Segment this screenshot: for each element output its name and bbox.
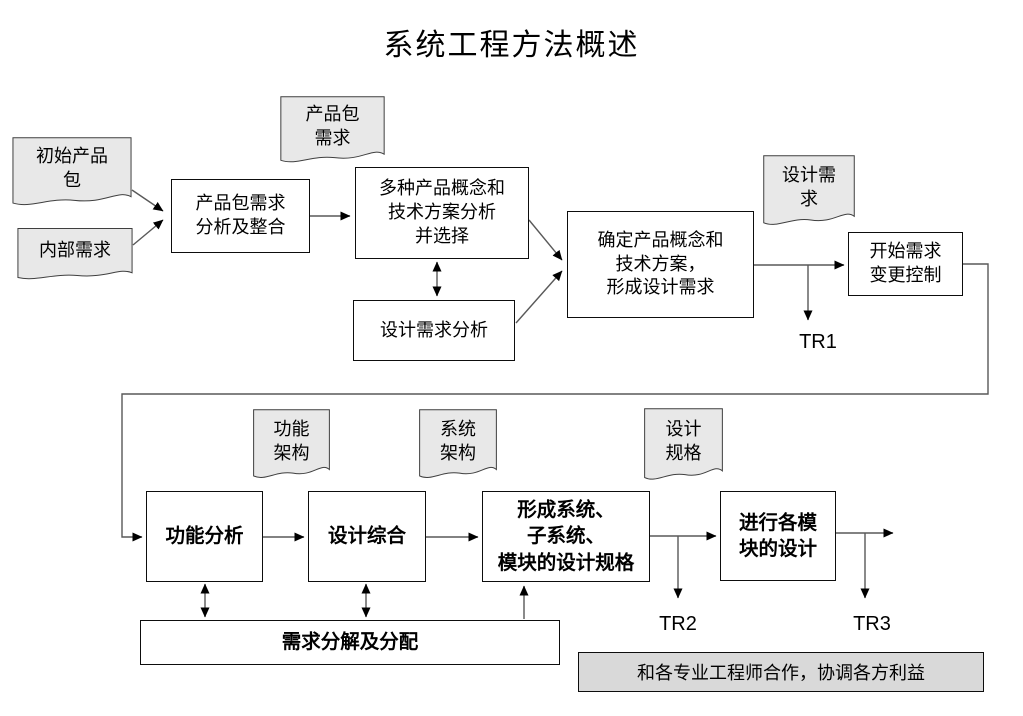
milestone-tr1: TR1 — [799, 331, 837, 353]
doc-label: 产品包 需求 — [305, 104, 360, 148]
box-label: 产品包需求 分析及整合 — [195, 193, 286, 237]
doc-label: 设计 规格 — [665, 419, 702, 463]
box-label: 设计综合 — [327, 525, 406, 548]
doc-design-requirements: 设计需 求 — [763, 155, 855, 233]
doc-label: 系统 架构 — [440, 418, 476, 463]
doc-functional-architecture: 功能 架构 — [253, 409, 330, 486]
document-shape-icon — [644, 408, 723, 488]
milestone-tr3: TR3 — [853, 613, 891, 635]
box-label: 设计需求分析 — [380, 319, 488, 340]
doc-initial-product-package: 初始产品 包 — [12, 137, 132, 213]
box-design-synthesis: 设计综合 — [308, 491, 426, 582]
box-concept-scheme-selection: 多种产品概念和 技术方案分析 并选择 — [355, 167, 529, 259]
document-shape-icon — [253, 409, 330, 486]
document-shape-icon — [17, 228, 133, 285]
doc-label: 初始产品 包 — [36, 146, 108, 190]
box-start-change-control: 开始需求 变更控制 — [848, 232, 963, 296]
box-functional-analysis: 功能分析 — [146, 491, 263, 582]
arrow-designreq-to-confirm — [515, 270, 563, 324]
arrow-change-control-to-functional-analysis — [121, 263, 989, 542]
box-package-requirement-analysis: 产品包需求 分析及整合 — [171, 179, 310, 253]
box-label: 形成系统、 子系统、 模块的设计规格 — [497, 499, 635, 574]
box-label: 需求分解及分配 — [281, 631, 419, 654]
doc-label: 设计需 求 — [782, 165, 836, 209]
box-label: 确定产品概念和 技术方案， 形成设计需求 — [597, 229, 724, 298]
arrow-internal-req-to-analysis — [132, 219, 164, 246]
document-shape-icon — [419, 409, 497, 486]
document-shape-icon — [12, 137, 132, 213]
box-confirm-concept-scheme: 确定产品概念和 技术方案， 形成设计需求 — [567, 211, 754, 318]
document-shape-icon — [280, 96, 385, 170]
doc-internal-requirements: 内部需求 — [17, 228, 133, 285]
doc-system-architecture: 系统 架构 — [419, 409, 497, 486]
doc-design-specification: 设计 规格 — [644, 408, 723, 488]
box-label: 进行各模 块的设计 — [738, 511, 817, 560]
doc-label: 内部需求 — [39, 239, 111, 260]
doc-product-package-requirements: 产品包 需求 — [280, 96, 385, 170]
arrow-concept-to-confirm — [528, 219, 563, 261]
arrow-initial-package-to-analysis — [131, 189, 164, 212]
doc-label: 功能 架构 — [273, 418, 310, 463]
note-label: 和各专业工程师合作，协调各方利益 — [637, 663, 925, 683]
box-label: 多种产品概念和 技术方案分析 并选择 — [379, 178, 505, 246]
box-form-design-specs: 形成系统、 子系统、 模块的设计规格 — [482, 491, 650, 582]
note-collaboration: 和各专业工程师合作，协调各方利益 — [578, 652, 984, 692]
box-design-requirement-analysis: 设计需求分析 — [353, 300, 515, 361]
milestone-tr2: TR2 — [659, 613, 697, 635]
document-shape-icon — [763, 155, 855, 233]
page-title: 系统工程方法概述 — [383, 29, 640, 62]
box-module-design: 进行各模 块的设计 — [720, 491, 836, 581]
box-label: 功能分析 — [165, 525, 244, 548]
box-requirement-decomposition-allocation: 需求分解及分配 — [140, 620, 560, 665]
box-label: 开始需求 变更控制 — [869, 241, 942, 285]
